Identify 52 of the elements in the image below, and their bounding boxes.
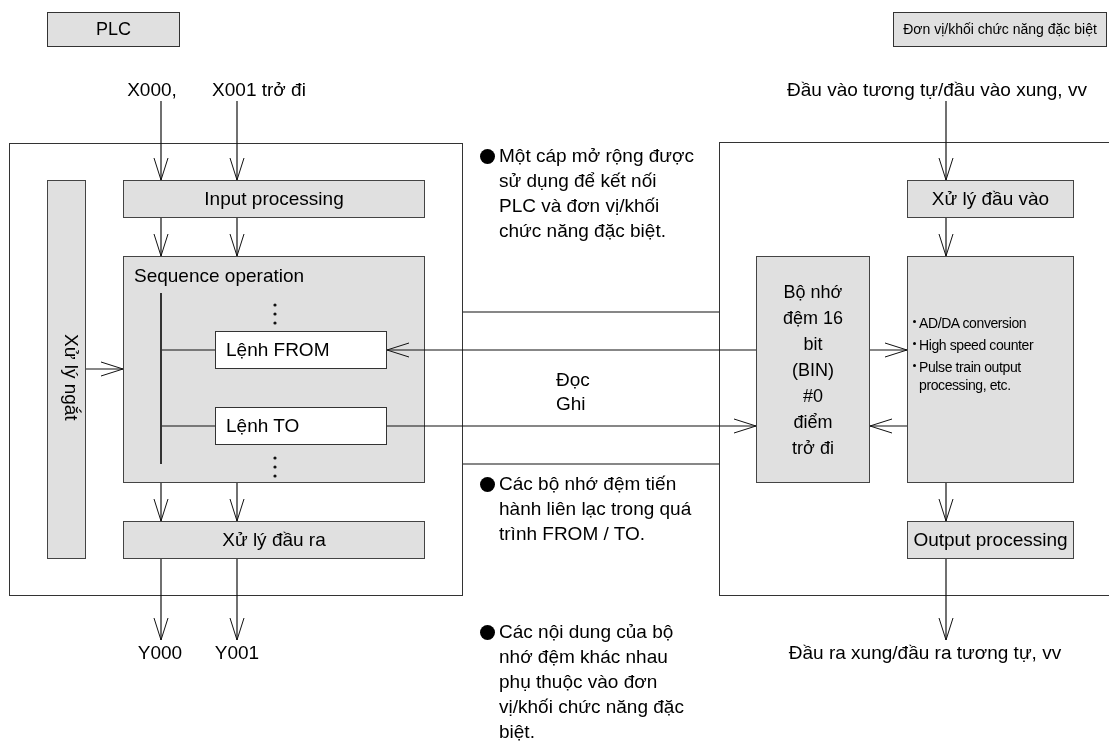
arrow <box>938 482 954 522</box>
arrow <box>869 418 908 434</box>
process-box: Xử lý đầu vào <box>907 180 1074 218</box>
connector-line <box>462 311 720 313</box>
signal-label: X000, <box>118 77 186 101</box>
arrow <box>229 558 245 641</box>
title-box: Đơn vị/khối chức năng đặc biệt <box>893 12 1107 47</box>
connector-line <box>161 425 216 427</box>
bus-line <box>160 293 162 464</box>
process-box: Xử lý đầu ra <box>123 521 425 559</box>
arrow <box>229 482 245 522</box>
box-heading: Sequence operation <box>134 264 305 288</box>
process-box <box>123 256 425 483</box>
signal-label: Y000 <box>132 640 188 664</box>
unit-frame <box>9 143 463 596</box>
arrow <box>869 342 908 358</box>
arrow <box>938 100 954 181</box>
process-box: Output processing <box>907 521 1074 559</box>
connector-line <box>161 349 216 351</box>
arrow <box>153 100 169 181</box>
arrow <box>386 342 757 358</box>
command-box: Lệnh FROM <box>215 331 387 369</box>
list-item: Pulse train output processing, etc. <box>919 357 1022 394</box>
buffer-box <box>756 256 870 483</box>
box-text: Bộ nhớ đệm 16 bit (BIN) #0 điểm trở đi <box>781 280 844 460</box>
arrow <box>229 217 245 257</box>
note-text: Các bộ nhớ đệm tiến hành liên lạc trong quá trình FROM / TO. <box>499 472 693 546</box>
arrow <box>938 217 954 257</box>
function-box <box>907 256 1074 483</box>
arrow <box>153 558 169 641</box>
command-box: Lệnh TO <box>215 407 387 445</box>
connector-line <box>462 463 720 465</box>
annotation-text: Đọc <box>556 369 590 391</box>
list-item: AD/DA conversion <box>919 313 1027 332</box>
signal-label: Y001 <box>208 640 266 664</box>
process-bar: Xử lý ngắt <box>47 180 86 559</box>
arrow <box>85 361 124 377</box>
arrow <box>386 418 757 434</box>
arrow <box>153 482 169 522</box>
note-text: Một cáp mở rộng được sử dụng để kết nối PLC và đơn vị/khối chức năng đặc biệt. <box>499 144 695 243</box>
list-item: High speed counter <box>919 335 1034 354</box>
unit-frame <box>719 142 1109 596</box>
title-box: PLC <box>47 12 180 47</box>
signal-label: X001 trở đi <box>198 77 320 101</box>
annotation-text: Ghi <box>556 393 586 415</box>
signal-label: Đầu ra xung/đầu ra tương tự, vv <box>750 640 1100 664</box>
note-text: Các nội dung của bộ nhớ đệm khác nhau phụ thuộc vào đơn vị/khối chức năng đặc biệt. <box>499 620 685 744</box>
process-box: Input processing <box>123 180 425 218</box>
arrow <box>229 100 245 181</box>
arrow <box>938 558 954 641</box>
arrow <box>153 217 169 257</box>
signal-label: Đầu vào tương tự/đầu vào xung, vv <box>766 77 1108 101</box>
